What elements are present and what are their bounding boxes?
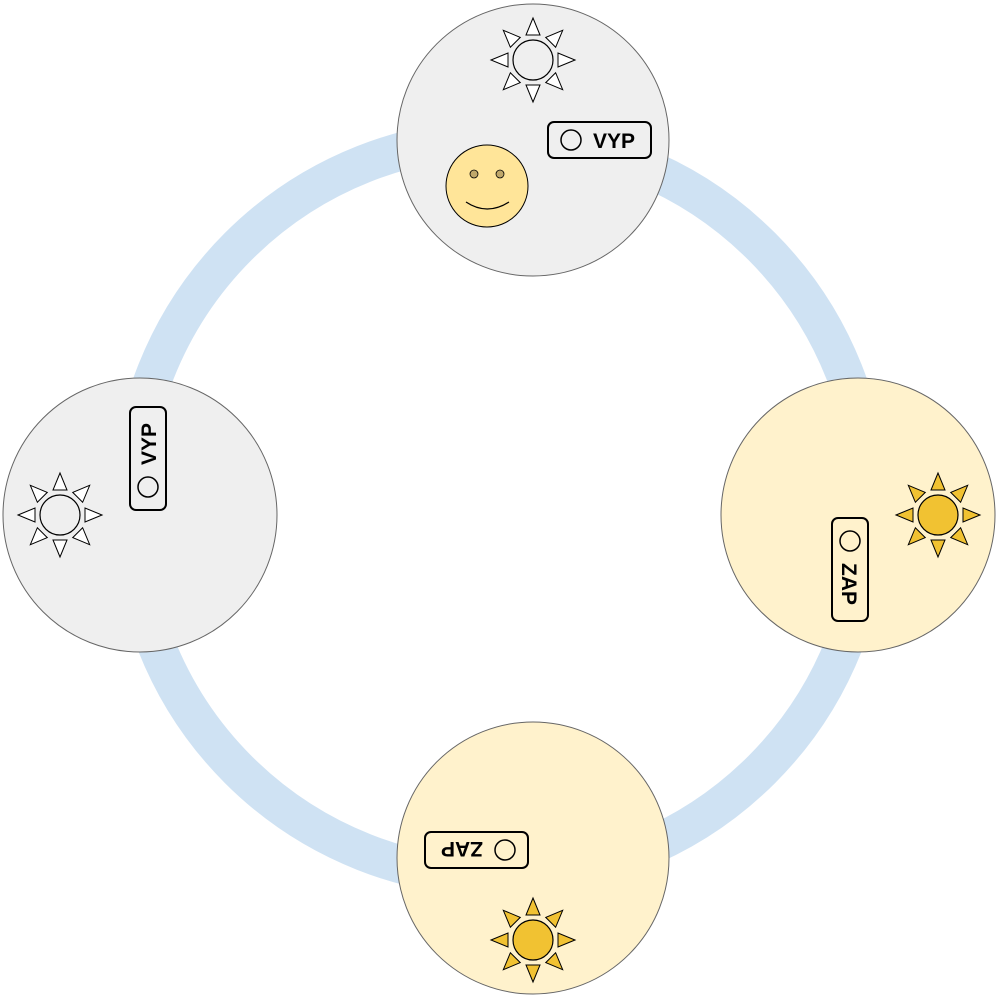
- sun-ray: [930, 471, 946, 491]
- sun-ray: [907, 526, 927, 546]
- sun-ray: [544, 71, 564, 91]
- state-top: VYP: [396, 3, 670, 277]
- sun-ray: [544, 29, 564, 49]
- switch-indicator-icon: [839, 530, 861, 552]
- state-right: ZAP: [720, 377, 996, 653]
- sun-ray: [502, 909, 522, 929]
- sun-ray: [502, 951, 522, 971]
- sun-ray: [502, 29, 522, 49]
- sun-ray: [525, 964, 541, 984]
- switch-indicator-icon: [137, 476, 159, 498]
- smiley-icon: [445, 144, 529, 228]
- switch[interactable]: VYP: [129, 406, 167, 511]
- state-circle: [2, 377, 278, 653]
- sun-filled-icon: [894, 471, 982, 559]
- switch-label: VYP: [138, 423, 161, 465]
- sun-filled-icon: [489, 896, 577, 984]
- sun-ray: [557, 932, 577, 948]
- sun-ray: [525, 84, 541, 104]
- sun-outline-icon: [16, 471, 104, 559]
- sun-ray: [949, 526, 969, 546]
- sun-ray: [52, 471, 68, 491]
- switch[interactable]: ZAP: [424, 831, 529, 869]
- sun-ray: [544, 909, 564, 929]
- sun-core: [39, 494, 81, 536]
- sun-ray: [907, 484, 927, 504]
- switch-label: VYP: [593, 130, 635, 153]
- sun-ray: [557, 52, 577, 68]
- sun-ray: [962, 507, 982, 523]
- switch-label: ZAP: [441, 837, 483, 860]
- sun-ray: [525, 16, 541, 36]
- switch[interactable]: VYP: [547, 121, 652, 159]
- sun-core: [512, 39, 554, 81]
- switch-indicator-icon: [560, 129, 582, 151]
- sun-ray: [29, 526, 49, 546]
- state-circle: [720, 377, 996, 653]
- sun-ray: [71, 526, 91, 546]
- sun-ray: [71, 484, 91, 504]
- state-circle: [396, 721, 670, 995]
- switch-label: ZAP: [837, 563, 860, 605]
- sun-ray: [84, 507, 104, 523]
- sun-ray: [29, 484, 49, 504]
- sun-ray: [502, 71, 522, 91]
- sun-ray: [544, 951, 564, 971]
- state-bottom: ZAP: [396, 721, 670, 995]
- sun-core: [512, 919, 554, 961]
- switch[interactable]: ZAP: [831, 517, 869, 622]
- sun-ray: [489, 52, 509, 68]
- sun-ray: [930, 539, 946, 559]
- sun-core: [917, 494, 959, 536]
- sun-ray: [525, 896, 541, 916]
- sun-outline-icon: [489, 16, 577, 104]
- sun-ray: [52, 539, 68, 559]
- switch-indicator-icon: [494, 839, 516, 861]
- sun-ray: [949, 484, 969, 504]
- sun-ray: [489, 932, 509, 948]
- state-left: VYP: [2, 377, 278, 653]
- sun-ray: [894, 507, 914, 523]
- sun-ray: [16, 507, 36, 523]
